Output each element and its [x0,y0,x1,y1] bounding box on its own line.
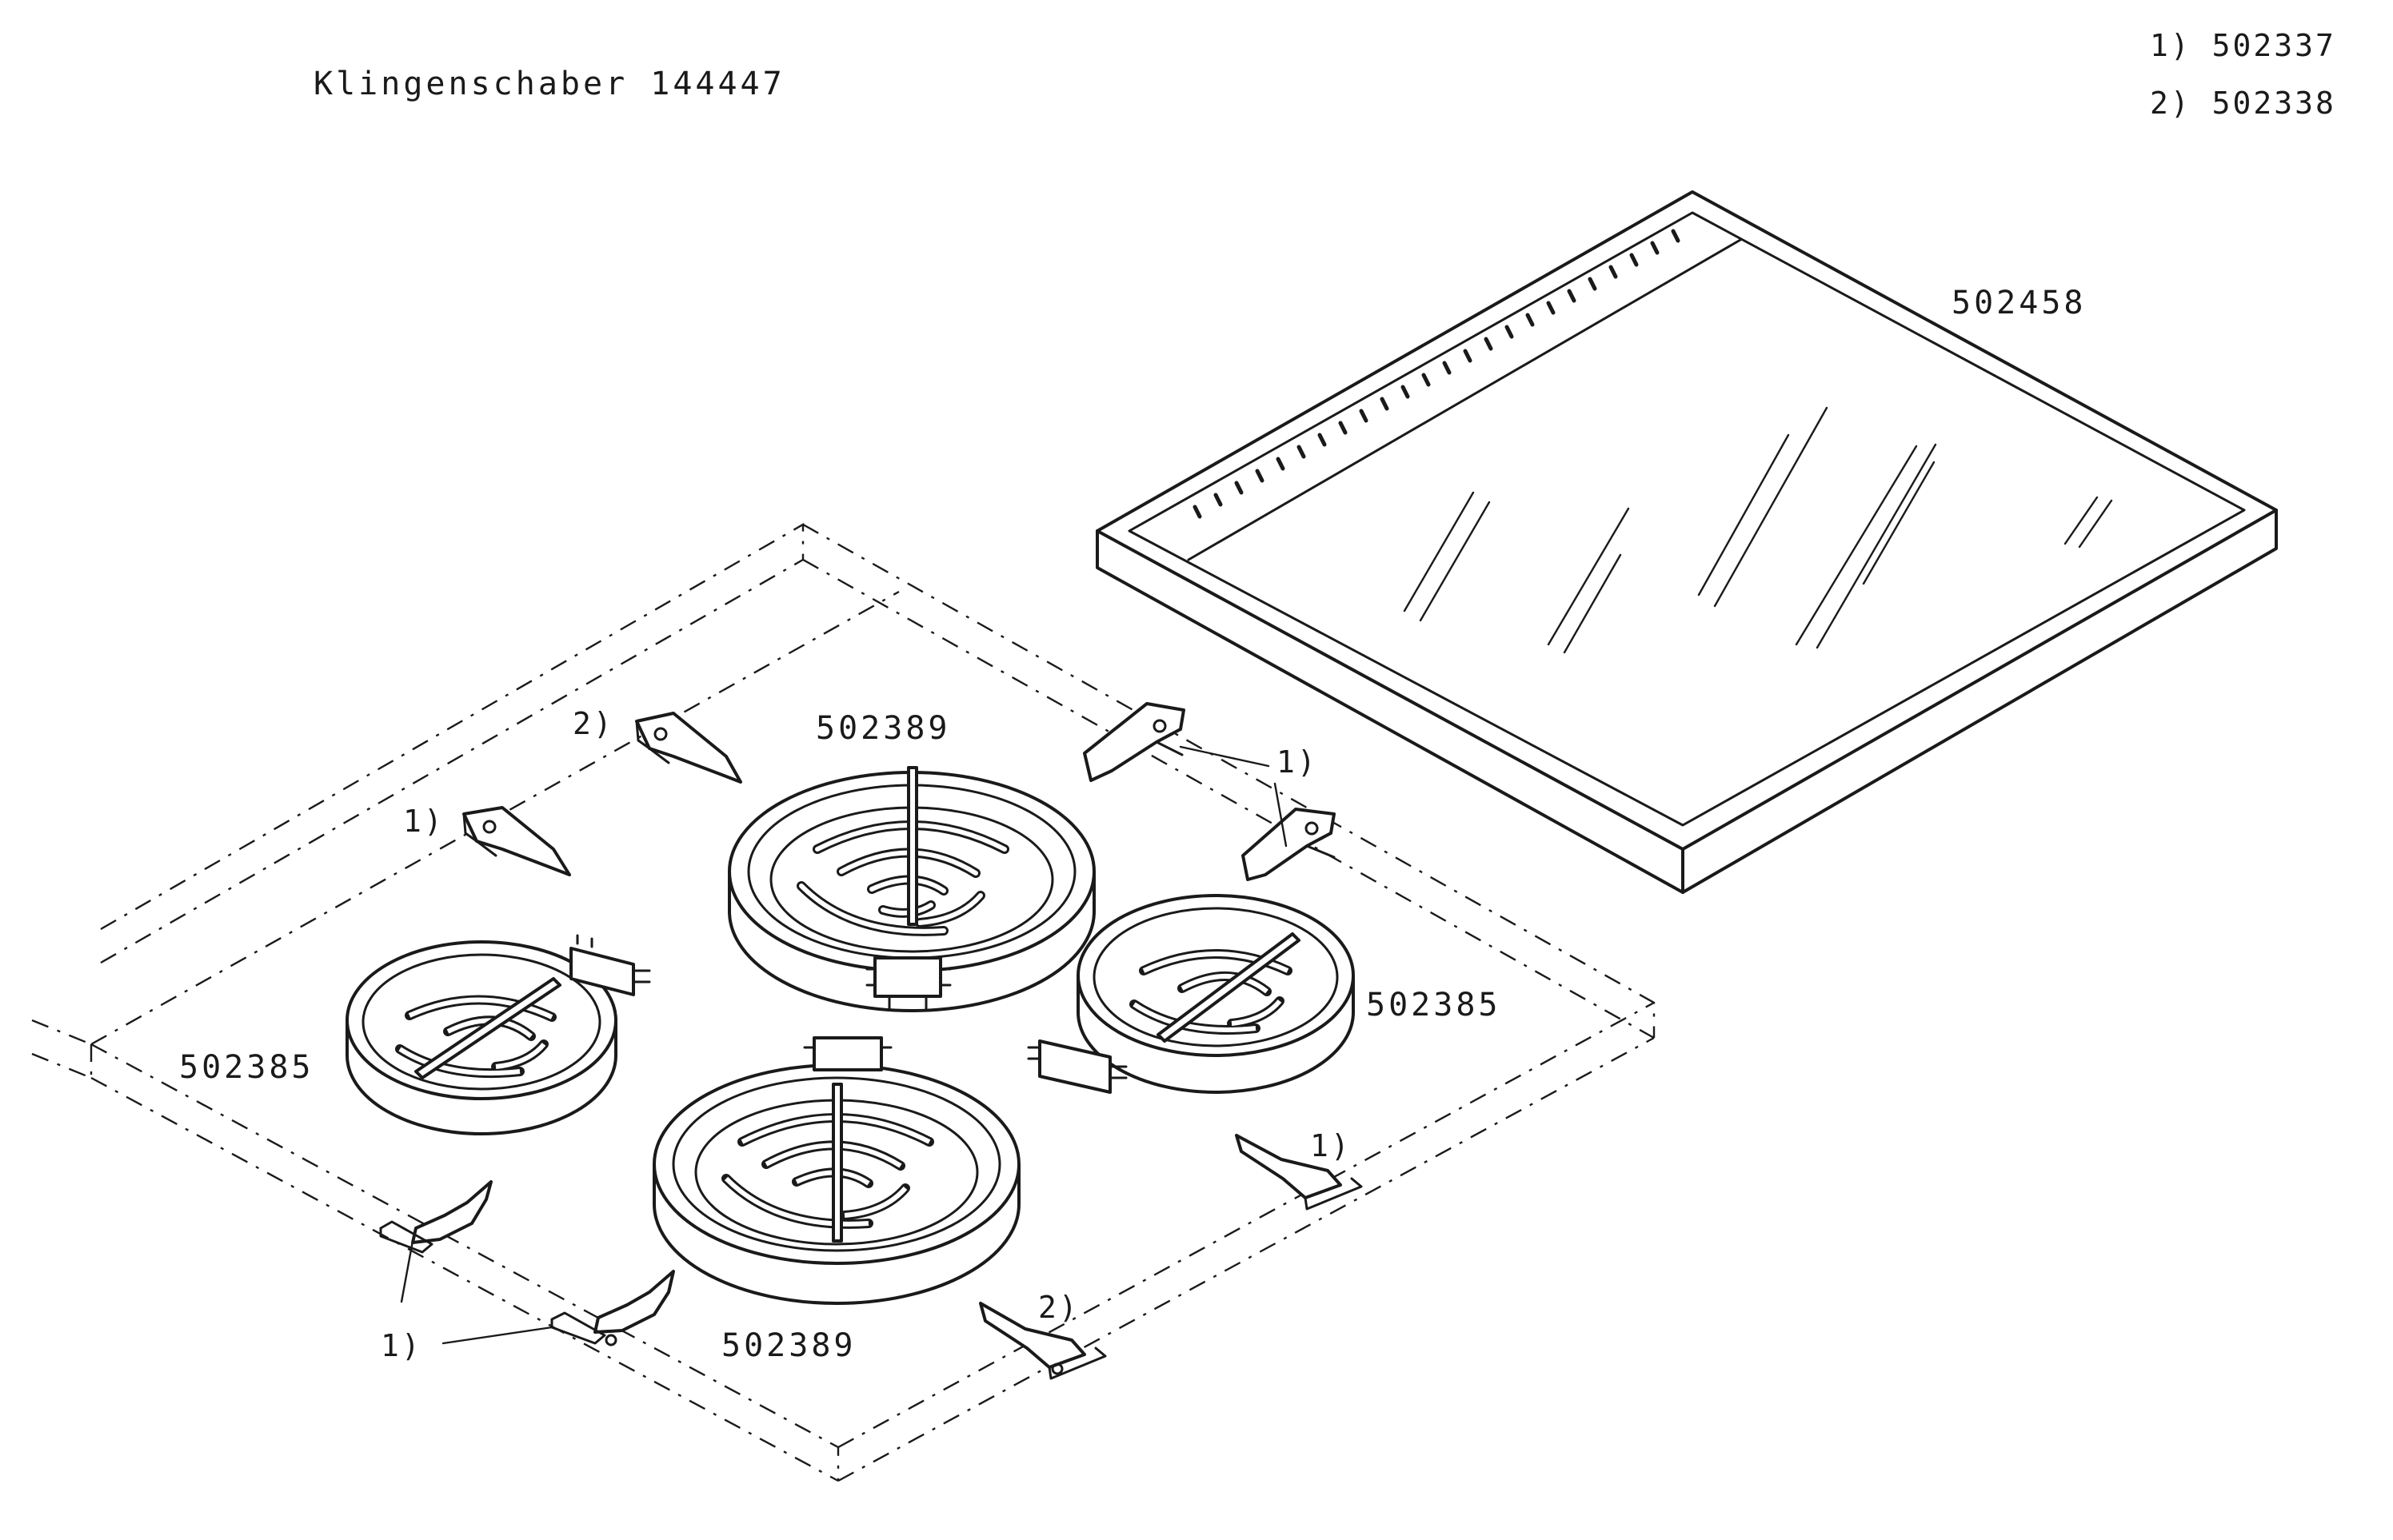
burner-rear-large: 502389 [728,710,1096,1012]
burner-left-part-number: 502385 [179,1049,314,1086]
mounting-frame-outline [31,522,1656,1482]
burner-front-large: 502389 [653,1036,1021,1364]
legend-item-1: 1) 502337 [2150,28,2336,63]
diagram-title: Klingenschaber 144447 [314,66,785,102]
clip-rear-right-top [1083,702,1270,782]
burner-left-small: 502385 [179,934,651,1135]
clip-rear-left-top: 2) [573,706,742,784]
clip-ref-rear-right: 1) [1276,744,1318,780]
burner-right-small: 502385 [1027,894,1501,1094]
glass-reflections [1403,406,2113,654]
clip-ref-front-center-right: 2) [1038,1290,1080,1325]
clip-ref-rear-left-top: 2) [573,706,614,741]
clip-rear-left: 1) [403,804,571,876]
clip-front-left [379,1180,493,1303]
clip-rear-right: 1) [1241,744,1336,881]
clip-ref-rear-left: 1) [403,804,445,839]
legend: 1) 502337 2) 502338 [2150,28,2336,121]
glass-top: 502458 [1096,190,2278,894]
burner-rear-part-number: 502389 [816,710,951,747]
burner-right-part-number: 502385 [1366,987,1501,1023]
glass-top-part-number: 502458 [1952,285,2087,321]
clip-front-center-left: 1) [381,1270,675,1363]
clip-front-center-right: 2) [979,1290,1107,1380]
control-marks [1193,229,1680,519]
legend-item-2: 2) 502338 [2150,86,2336,121]
clip-ref-front-right: 1) [1310,1128,1352,1163]
burner-front-part-number: 502389 [721,1327,857,1364]
clip-front-right: 1) [1235,1128,1363,1211]
clip-ref-front-left: 1) [381,1328,422,1363]
